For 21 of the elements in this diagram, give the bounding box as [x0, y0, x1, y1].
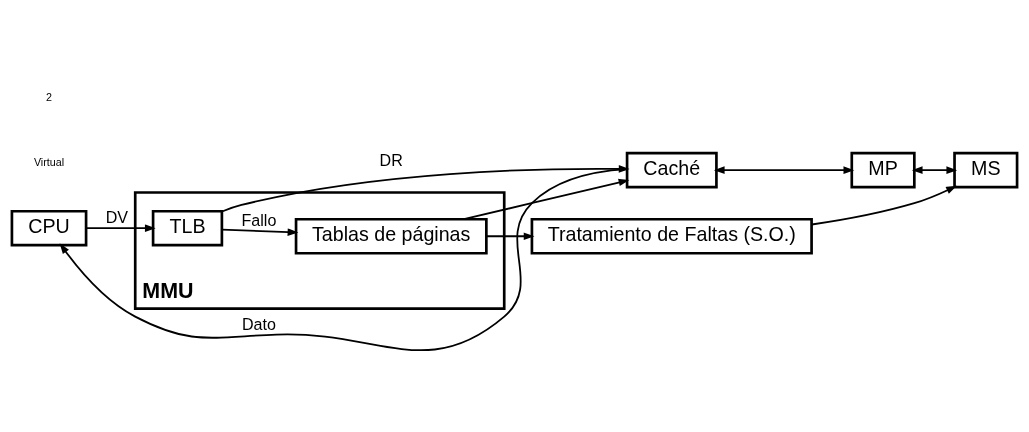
edge-label: Fallo [241, 210, 277, 229]
node-box: CPU [10, 209, 88, 246]
arrow [221, 227, 299, 236]
node-box: MS [953, 151, 1019, 188]
arrow [59, 167, 628, 351]
node-box: Tratamiento de Faltas (S.O.) [530, 217, 813, 255]
node-box: TLB [151, 209, 224, 246]
node-box: Caché [625, 151, 718, 188]
arrow [911, 165, 958, 174]
arrow [463, 178, 630, 220]
arrow [485, 232, 535, 240]
arrow [713, 165, 855, 174]
label: 2 [46, 90, 52, 103]
arrow [811, 185, 957, 225]
edge-label: DR [379, 150, 403, 169]
label: Virtual [33, 155, 65, 168]
node-box: Tablas de páginas [294, 217, 488, 255]
edge-label: DV [105, 207, 129, 226]
edge-label: Dato [241, 314, 276, 333]
node-box: MP [850, 151, 916, 188]
arrow [85, 223, 156, 232]
